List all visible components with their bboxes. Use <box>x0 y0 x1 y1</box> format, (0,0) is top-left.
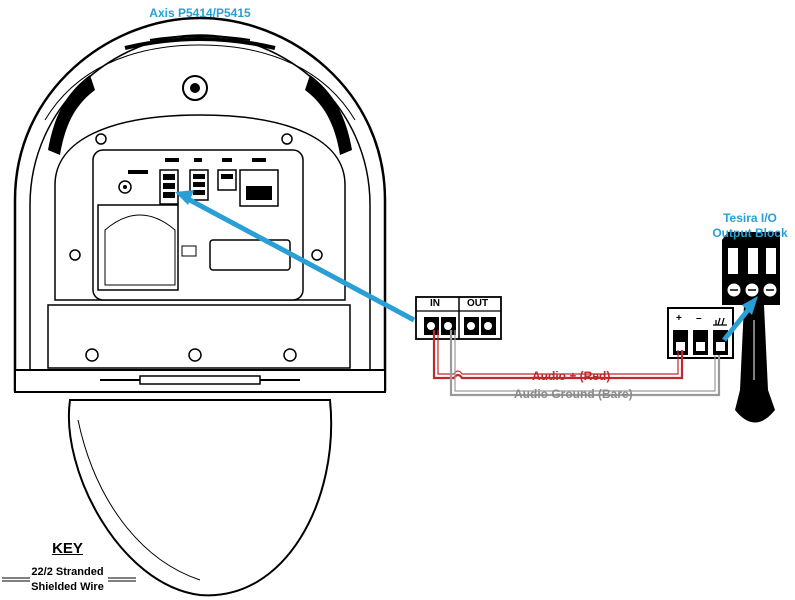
camera-terminal-block <box>415 296 502 340</box>
key-title: KEY <box>52 540 83 557</box>
camera-model-label: Axis P5414/P5415 <box>149 6 251 20</box>
tesira-terminal-block <box>667 307 734 359</box>
camera-dome <box>67 399 333 597</box>
ground-icon <box>713 317 727 326</box>
out-label: OUT <box>467 298 489 309</box>
in-label: IN <box>430 298 440 309</box>
minus-label: – <box>696 313 702 324</box>
plus-label: + <box>676 313 682 324</box>
pointer-arrow-camera <box>184 195 416 323</box>
audio-ground-label: Audio Ground (Bare) <box>514 387 633 401</box>
ground-wire <box>449 330 721 397</box>
audio-plus-label: Audio + (Red) <box>532 369 611 383</box>
pointer-arrow-tesira <box>722 303 754 342</box>
tesira-title-line1: Tesira I/O <box>723 211 777 225</box>
tesira-plug <box>722 232 780 423</box>
screwdriver-icon <box>735 305 775 423</box>
key-line2: Shielded Wire <box>31 581 104 593</box>
key-line1: 22/2 Stranded <box>31 566 104 578</box>
tesira-title-line2: Output Block <box>712 226 788 240</box>
red-wire <box>432 330 684 380</box>
